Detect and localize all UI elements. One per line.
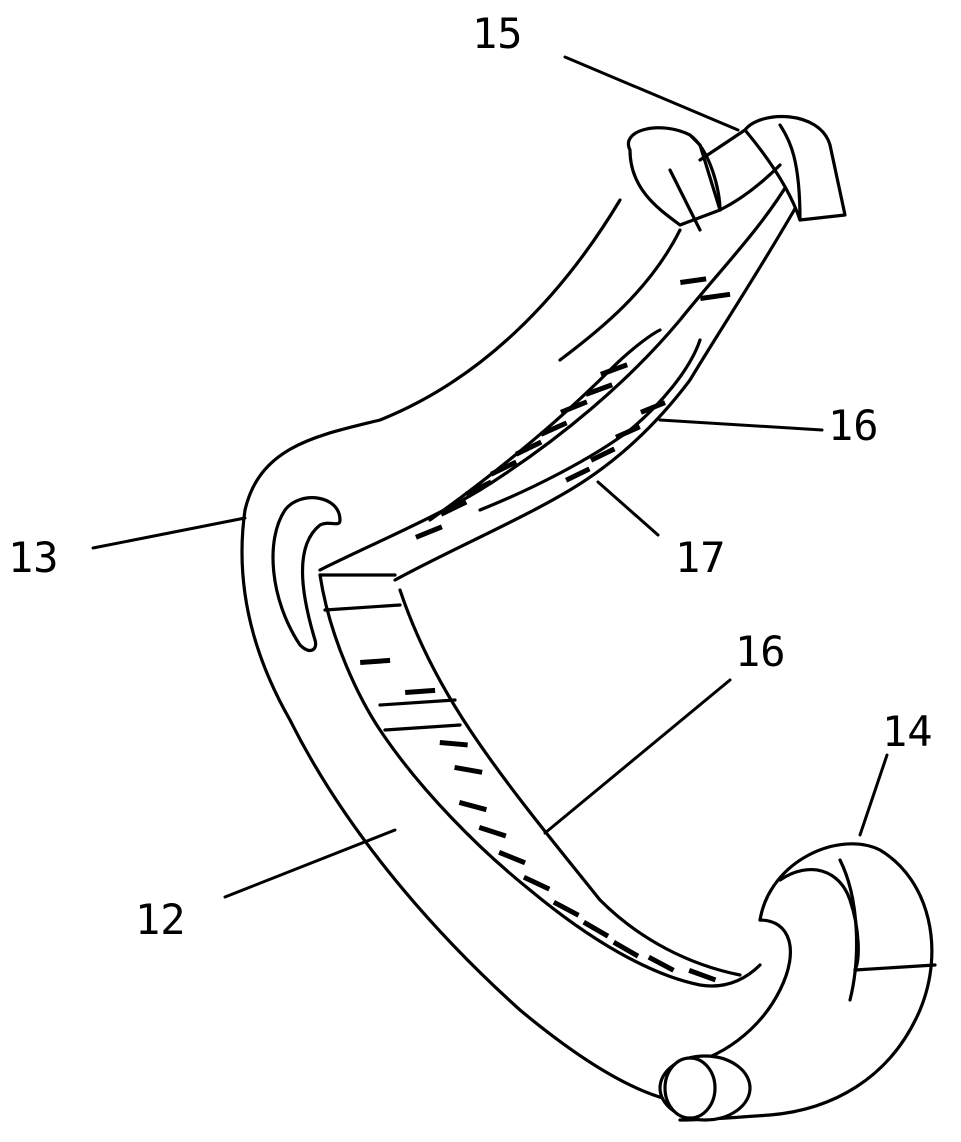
hook-13	[271, 496, 342, 653]
leader-17	[596, 480, 660, 537]
reference-numerals: 15 16 17 13 16 14 12	[8, 9, 933, 944]
ref-label-16-lower: 16	[735, 627, 786, 676]
curved-frame-body	[240, 198, 682, 1102]
leader-16-upper	[658, 418, 824, 432]
upper-toothed-rail	[318, 178, 802, 582]
ref-label-16-upper: 16	[828, 401, 879, 450]
leader-lines	[91, 55, 889, 899]
ref-label-17: 17	[675, 533, 726, 582]
leader-12	[223, 828, 397, 899]
top-end-cap-15	[626, 114, 847, 232]
ref-label-15: 15	[472, 9, 523, 58]
leader-13	[91, 516, 247, 550]
leader-14	[858, 753, 889, 837]
ref-label-13: 13	[8, 533, 59, 582]
lower-toothed-rail	[318, 573, 762, 988]
leader-15	[563, 55, 740, 132]
leader-16-lower	[543, 678, 732, 835]
ref-label-14: 14	[882, 707, 933, 756]
bottom-end-piece-14	[658, 842, 937, 1122]
ref-label-12: 12	[135, 895, 186, 944]
